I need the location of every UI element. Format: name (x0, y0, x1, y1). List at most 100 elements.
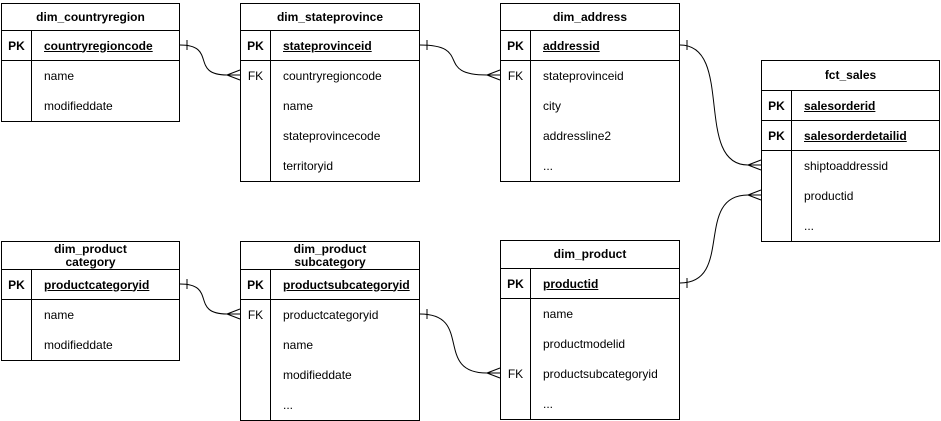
attribute-name: ... (283, 398, 294, 412)
key-gutter (241, 330, 271, 360)
attribute-name: city (543, 99, 561, 113)
attribute-row: ... (501, 151, 679, 181)
attribute-row: PK productsubcategoryid (241, 270, 419, 300)
key-gutter (241, 390, 271, 420)
attribute-name: productid (543, 276, 599, 291)
relationship-dim_product_subcategory-to-dim_product[interactable] (419, 309, 501, 379)
relationship-curve[interactable] (679, 44, 749, 166)
attribute-name: name (44, 69, 75, 83)
relationship-dim_stateprovince-to-dim_address[interactable] (419, 40, 501, 81)
many-cardinality-crowfoot (226, 69, 241, 81)
many-cardinality-crowfoot (747, 159, 762, 171)
key-gutter (762, 151, 792, 181)
fk-badge: FK (501, 61, 531, 91)
attribute-row: modifieddate (2, 330, 179, 360)
key-gutter (501, 151, 531, 181)
relationship-dim_countryregion-to-dim_stateprovince[interactable] (179, 40, 241, 81)
attribute-row: name (501, 299, 679, 329)
attribute-row: PK addressid (501, 31, 679, 61)
relationship-curve[interactable] (179, 44, 228, 76)
entity-title: dim_address (501, 4, 679, 31)
pk-badge: PK (241, 270, 271, 299)
attribute-name: salesorderdetailid (804, 128, 907, 143)
key-gutter (241, 360, 271, 390)
attribute-row: name (2, 61, 179, 91)
attribute-row: FK productcategoryid (241, 300, 419, 330)
key-gutter (2, 61, 32, 91)
attribute-row: stateprovincecode (241, 121, 419, 151)
key-gutter (501, 299, 531, 329)
many-cardinality-crowfoot (747, 189, 762, 201)
pk-badge: PK (2, 31, 32, 60)
attribute-name: stateprovinceid (283, 38, 372, 53)
key-gutter (2, 330, 32, 360)
relationship-dim_address-to-fct_sales[interactable] (679, 40, 762, 171)
fk-badge: FK (241, 61, 271, 91)
attribute-row: name (241, 91, 419, 121)
entity-title: dim_product subcategory (241, 242, 419, 270)
attribute-row: modifieddate (2, 91, 179, 121)
entity-title: fct_sales (762, 61, 939, 91)
key-gutter (2, 91, 32, 121)
attribute-name: productid (804, 189, 854, 203)
attribute-name: modifieddate (44, 338, 113, 352)
attribute-name: territoryid (283, 159, 334, 173)
attribute-name: countryregioncode (283, 69, 382, 83)
relationship-dim_product_category-to-dim_product_subcategory[interactable] (179, 279, 241, 320)
entity-title: dim_stateprovince (241, 4, 419, 31)
attribute-name: name (44, 308, 75, 322)
attribute-name: stateprovincecode (283, 129, 381, 143)
attribute-name: productsubcategoryid (283, 277, 410, 292)
relationship-curve[interactable] (419, 313, 488, 374)
pk-badge: PK (762, 91, 792, 120)
key-gutter (241, 151, 271, 181)
attribute-row: ... (762, 211, 939, 241)
attribute-row: name (2, 300, 179, 330)
attribute-row: shiptoaddressid (762, 151, 939, 181)
attribute-name: ... (543, 159, 554, 173)
attribute-row: city (501, 91, 679, 121)
key-gutter (501, 329, 531, 359)
key-gutter (762, 211, 792, 241)
key-gutter (501, 91, 531, 121)
relationship-dim_product-to-fct_sales[interactable] (679, 189, 762, 288)
pk-badge: PK (2, 270, 32, 299)
pk-badge: PK (762, 121, 792, 150)
key-gutter (241, 91, 271, 121)
attribute-name: productcategoryid (283, 308, 379, 322)
attribute-row: ... (501, 389, 679, 419)
entity-title: dim_countryregion (2, 4, 179, 31)
many-cardinality-crowfoot (226, 308, 241, 320)
attribute-name: ... (543, 397, 554, 411)
attribute-row: productid (762, 181, 939, 211)
relationship-curve[interactable] (679, 194, 749, 284)
entity-title: dim_product category (2, 242, 179, 270)
attribute-row: addressline2 (501, 121, 679, 151)
attribute-name: productsubcategoryid (543, 367, 658, 381)
attribute-row: PK productid (501, 269, 679, 299)
attribute-name: ... (804, 219, 815, 233)
fk-badge: FK (241, 300, 271, 330)
pk-badge: PK (501, 31, 531, 60)
relationship-curve[interactable] (179, 283, 228, 315)
attribute-row: FK countryregioncode (241, 61, 419, 91)
entity-title: dim_product (501, 241, 679, 269)
key-gutter (2, 300, 32, 330)
key-gutter (501, 389, 531, 419)
attribute-name: productmodelid (543, 337, 626, 351)
pk-badge: PK (241, 31, 271, 60)
relationship-curve[interactable] (419, 44, 488, 76)
pk-badge: PK (501, 269, 531, 298)
attribute-name: addressid (543, 38, 600, 53)
